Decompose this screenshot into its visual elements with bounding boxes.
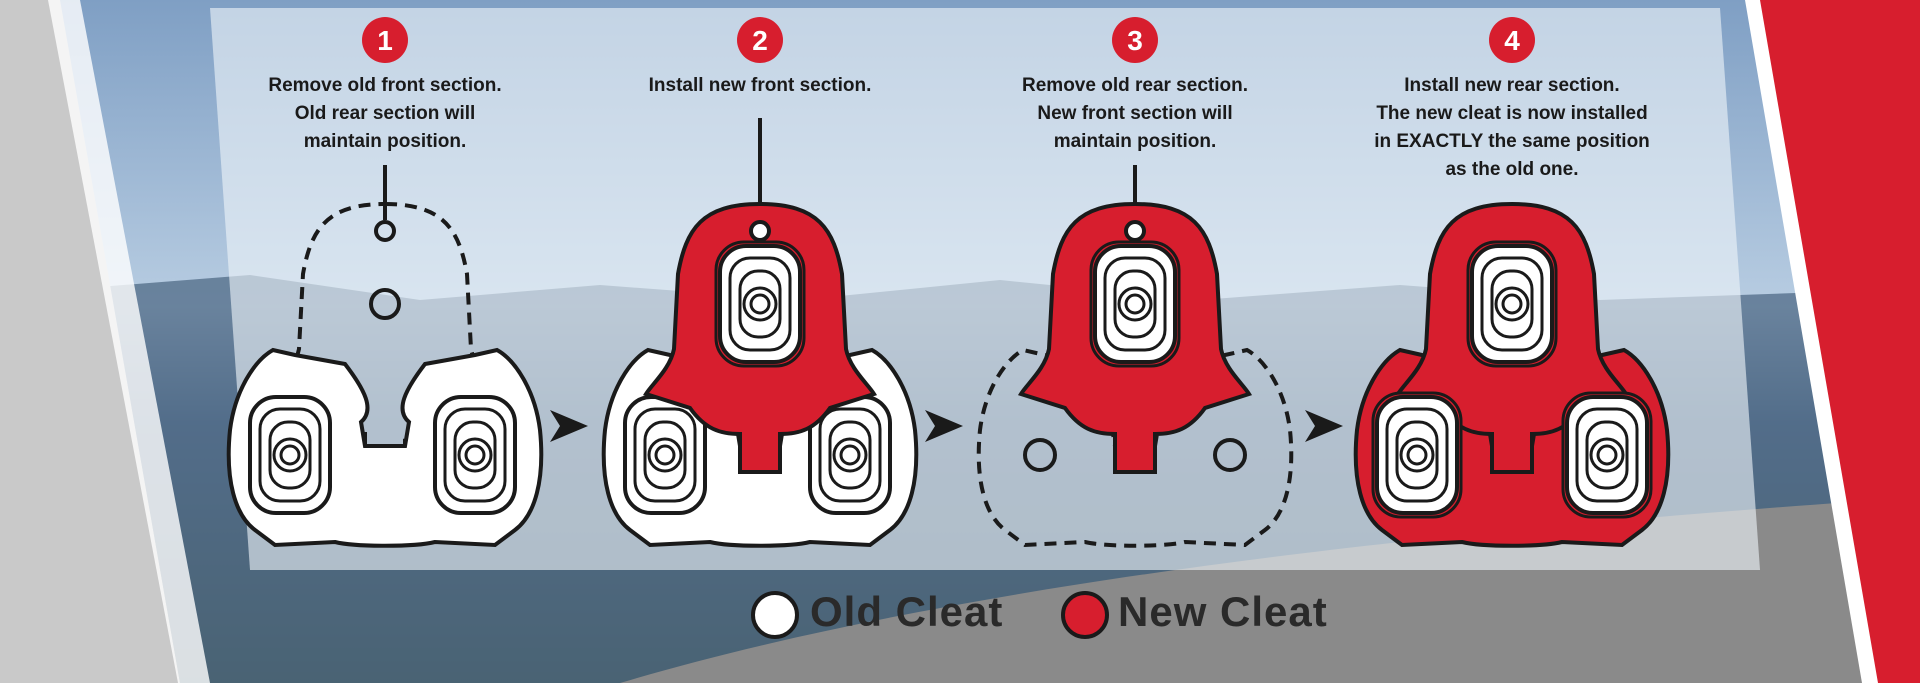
- cleat-step-3: [976, 202, 1294, 548]
- step-3-text: Remove old rear section. New front secti…: [1022, 75, 1248, 152]
- step-badges: [362, 17, 1535, 63]
- new-cleat-swatch-icon: [1061, 591, 1109, 639]
- step-2-badge: [737, 17, 783, 63]
- old-cleat-swatch-icon: [751, 591, 799, 639]
- step-2-text: Install new front section.: [648, 75, 872, 96]
- arrow-1-icon: [550, 410, 588, 442]
- white-border-stripe: [48, 0, 210, 683]
- step-4-badge: [1489, 17, 1535, 63]
- step-3-number: 3: [1127, 25, 1143, 56]
- cleat-step-1: [226, 202, 544, 548]
- step-1-number: 1: [377, 25, 393, 56]
- arrow-3-icon: [1305, 410, 1343, 442]
- step-2-number: 2: [752, 25, 768, 56]
- red-side-bar: [1755, 0, 1920, 683]
- step-4-text: Install new rear section. The new cleat …: [1374, 75, 1650, 180]
- cleat-step-2: [601, 202, 919, 548]
- legend-new-cleat-label: New Cleat: [1118, 588, 1328, 635]
- step-1-text: Remove old front section. Old rear secti…: [268, 75, 502, 152]
- step-3-badge: [1112, 17, 1158, 63]
- step-1-badge: [362, 17, 408, 63]
- arrow-2-icon: [925, 410, 963, 442]
- legend-old-cleat-label: Old Cleat: [810, 588, 1004, 635]
- step-4-number: 4: [1504, 25, 1520, 56]
- red-side-bar-edge: [1745, 0, 1878, 683]
